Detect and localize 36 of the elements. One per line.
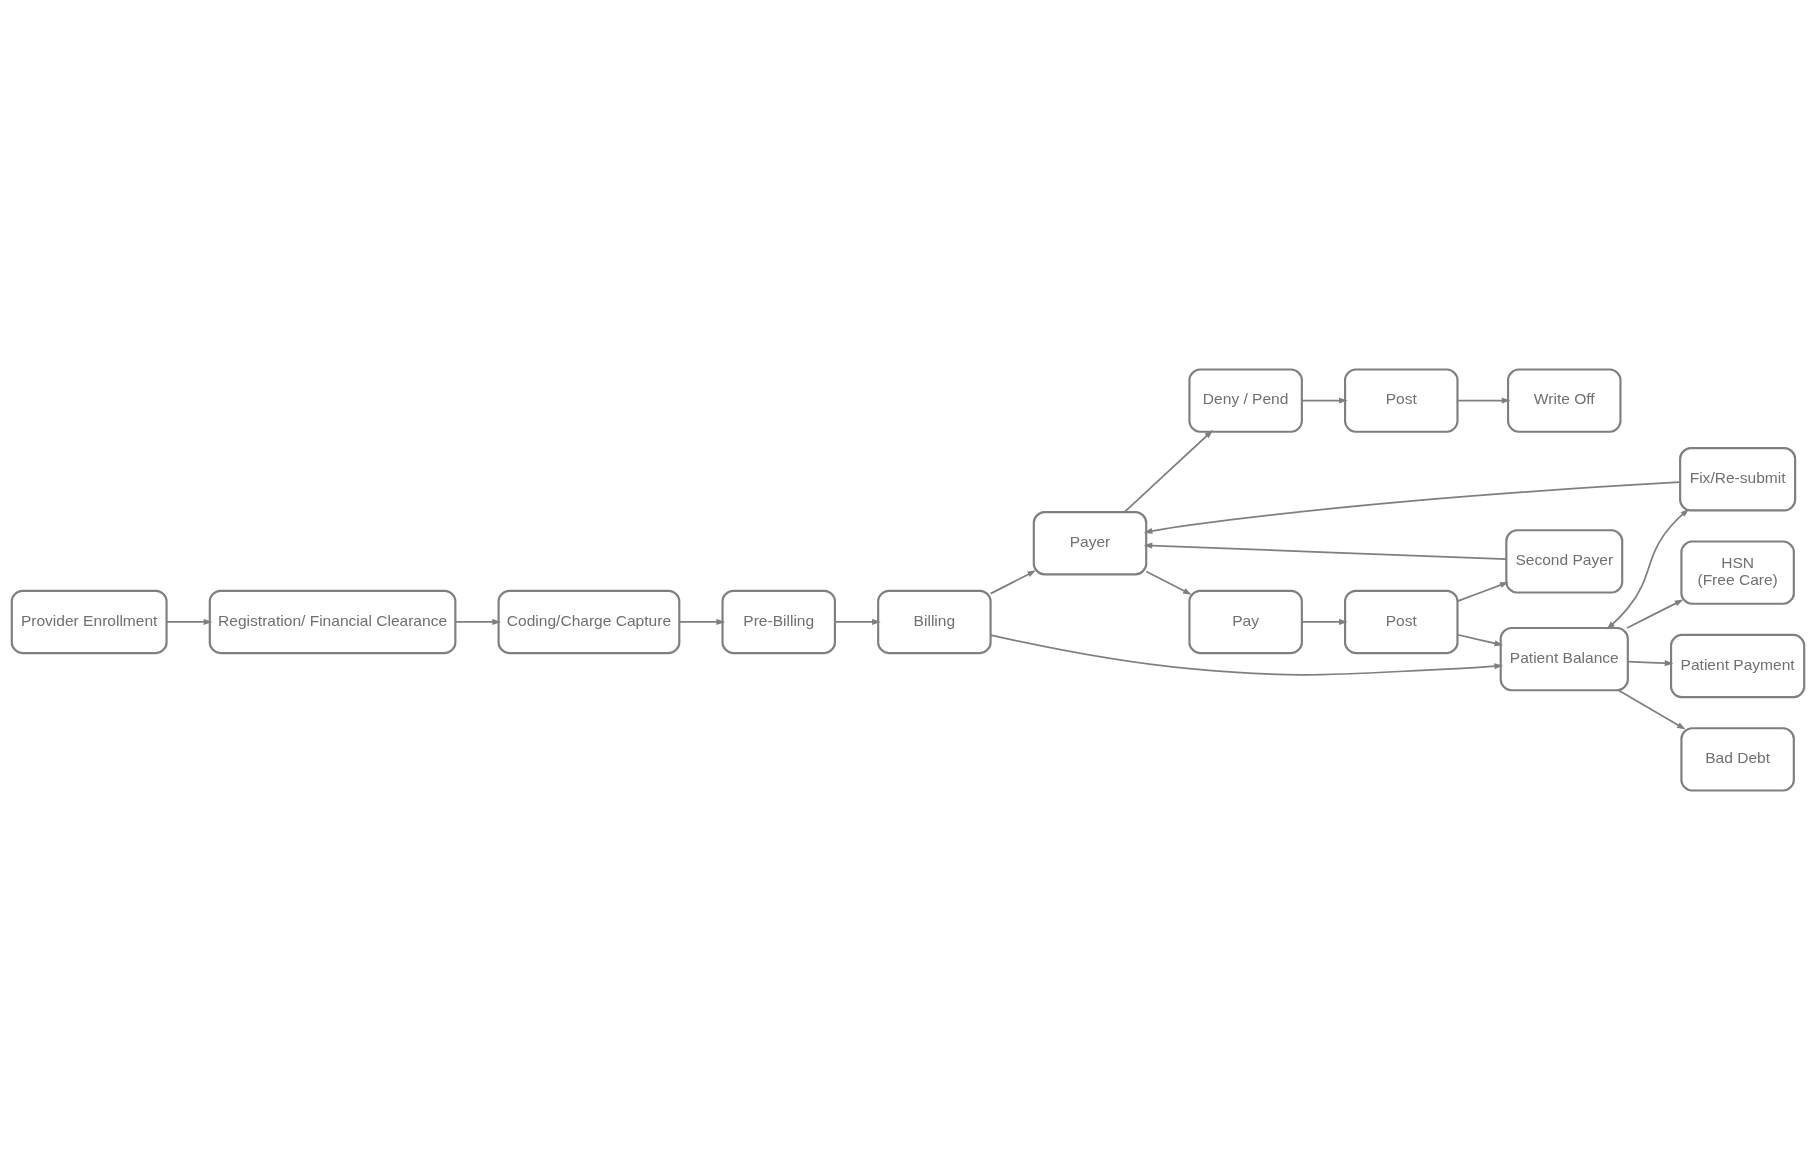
- arrow: [1143, 480, 1681, 534]
- node-box: Patient Balance: [1499, 626, 1629, 691]
- node-box: Provider Enrollment: [10, 589, 168, 654]
- node-box: Billing: [877, 589, 992, 654]
- arrow: [1626, 659, 1674, 666]
- node-box: Payer: [1032, 510, 1148, 575]
- node-box: Pay: [1188, 589, 1303, 654]
- node-box: Fix/Re-submit: [1679, 446, 1797, 511]
- node-box: Registration/ Financial Clearance: [208, 589, 457, 654]
- node-box: Bad Debt: [1680, 726, 1795, 792]
- arrow: [834, 618, 881, 625]
- node-box: HSN (Free Care): [1680, 539, 1795, 605]
- node-box: Post: [1344, 589, 1459, 654]
- arrow: [1456, 397, 1511, 404]
- node-box: Deny / Pend: [1188, 367, 1303, 433]
- arrow: [678, 618, 726, 625]
- node-box: Post: [1344, 367, 1459, 433]
- arrow: [454, 618, 501, 625]
- arrow: [1606, 508, 1690, 630]
- node-box: Patient Payment: [1669, 633, 1806, 698]
- arrow: [1456, 633, 1504, 646]
- arrow: [989, 569, 1037, 594]
- arrow: [1143, 542, 1507, 560]
- arrow: [165, 618, 213, 625]
- node-box: Second Payer: [1505, 528, 1624, 594]
- arrow: [1301, 618, 1348, 625]
- arrow: [1456, 581, 1509, 602]
- arrow: [1145, 570, 1192, 595]
- arrow: [989, 633, 1504, 676]
- node-box: Pre-Billing: [721, 589, 837, 654]
- arrow: [1626, 599, 1684, 629]
- node-box: Coding/Charge Capture: [497, 589, 681, 654]
- arrow: [1301, 397, 1348, 404]
- arrow: [1123, 429, 1213, 513]
- arrow: [1617, 688, 1686, 730]
- node-box: Write Off: [1507, 367, 1622, 433]
